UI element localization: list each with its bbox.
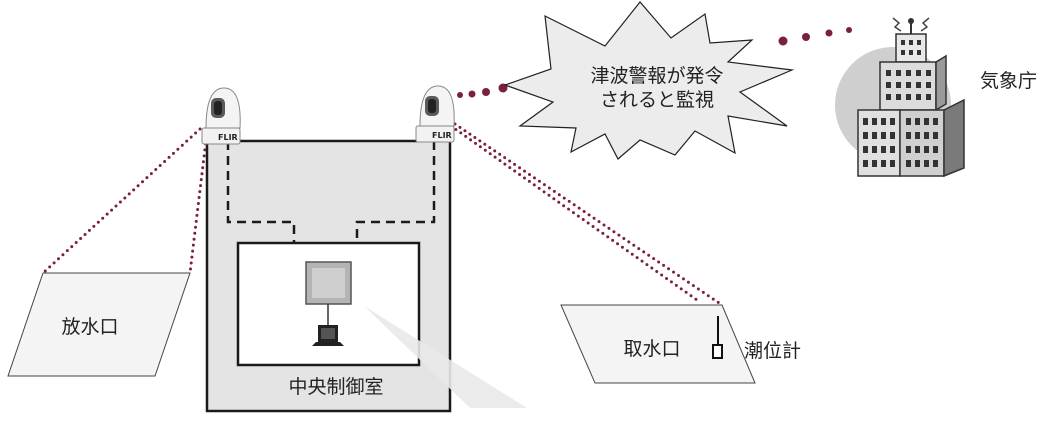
- monitor-icon: [305, 261, 352, 305]
- office-building-icon: [857, 17, 965, 178]
- tide-gauge-icon: [712, 316, 723, 359]
- control-room-label: 中央制御室: [288, 376, 383, 398]
- thermal-camera-icon: FLIR: [201, 87, 241, 145]
- discharge-label: 放水口: [61, 316, 118, 338]
- discharge-outlet: [7, 272, 191, 377]
- tide-gauge-label: 潮位計: [744, 340, 801, 362]
- agency-label: 気象庁: [980, 70, 1037, 92]
- laptop-icon: [312, 325, 344, 346]
- thermal-camera-icon: FLIR: [415, 85, 455, 143]
- alert-text-line2: されると監視: [600, 89, 714, 111]
- camera-cables: [226, 141, 436, 243]
- camera-brand: FLIR: [218, 133, 238, 142]
- water-intake: [560, 304, 756, 384]
- alert-burst: [503, 1, 795, 160]
- camera-sightlines: [41, 122, 724, 307]
- display-beam: [364, 306, 527, 408]
- alert-text-line1: 津波警報が発令: [590, 65, 723, 87]
- camera-brand: FLIR: [432, 131, 452, 140]
- intake-label: 取水口: [623, 338, 680, 360]
